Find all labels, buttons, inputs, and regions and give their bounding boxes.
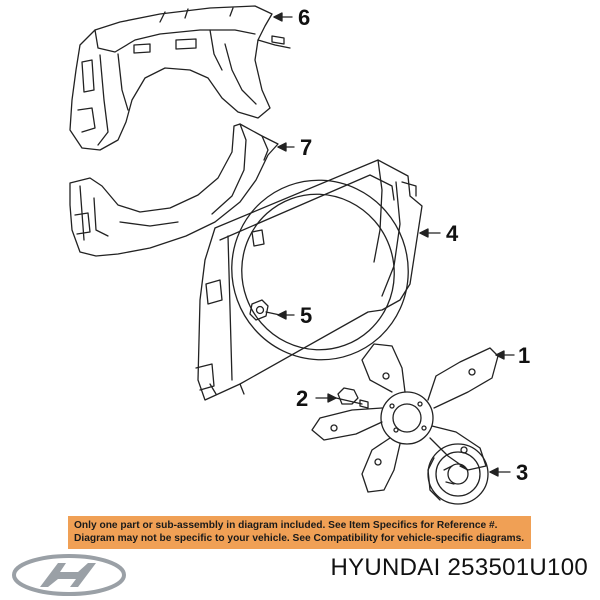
fan-clutch-drawing bbox=[427, 443, 489, 505]
diagram-disclaimer-banner: Only one part or sub-assembly in diagram… bbox=[68, 516, 531, 549]
leader-lines bbox=[273, 12, 515, 477]
upper-shroud-drawing bbox=[69, 5, 291, 151]
hyundai-logo-icon bbox=[12, 554, 126, 596]
part-number-caption: HYUNDAI 253501U100 bbox=[330, 554, 588, 581]
disclaimer-line-2: Diagram may not be specific to your vehi… bbox=[74, 533, 525, 544]
fan-shroud-drawing bbox=[195, 159, 423, 401]
disclaimer-line-1: Only one part or sub-assembly in diagram… bbox=[74, 520, 498, 531]
lower-shroud-drawing bbox=[69, 123, 279, 257]
callout-7: 7 bbox=[300, 135, 312, 160]
callout-4: 4 bbox=[446, 221, 459, 246]
bolt-5-drawing bbox=[249, 299, 281, 321]
bolt-2-drawing bbox=[335, 387, 369, 409]
callout-1: 1 bbox=[518, 343, 530, 368]
callout-5: 5 bbox=[300, 303, 312, 328]
fan-blade-drawing bbox=[311, 343, 499, 493]
callout-2: 2 bbox=[296, 386, 308, 411]
callout-6: 6 bbox=[298, 5, 310, 30]
callout-3: 3 bbox=[516, 460, 528, 485]
